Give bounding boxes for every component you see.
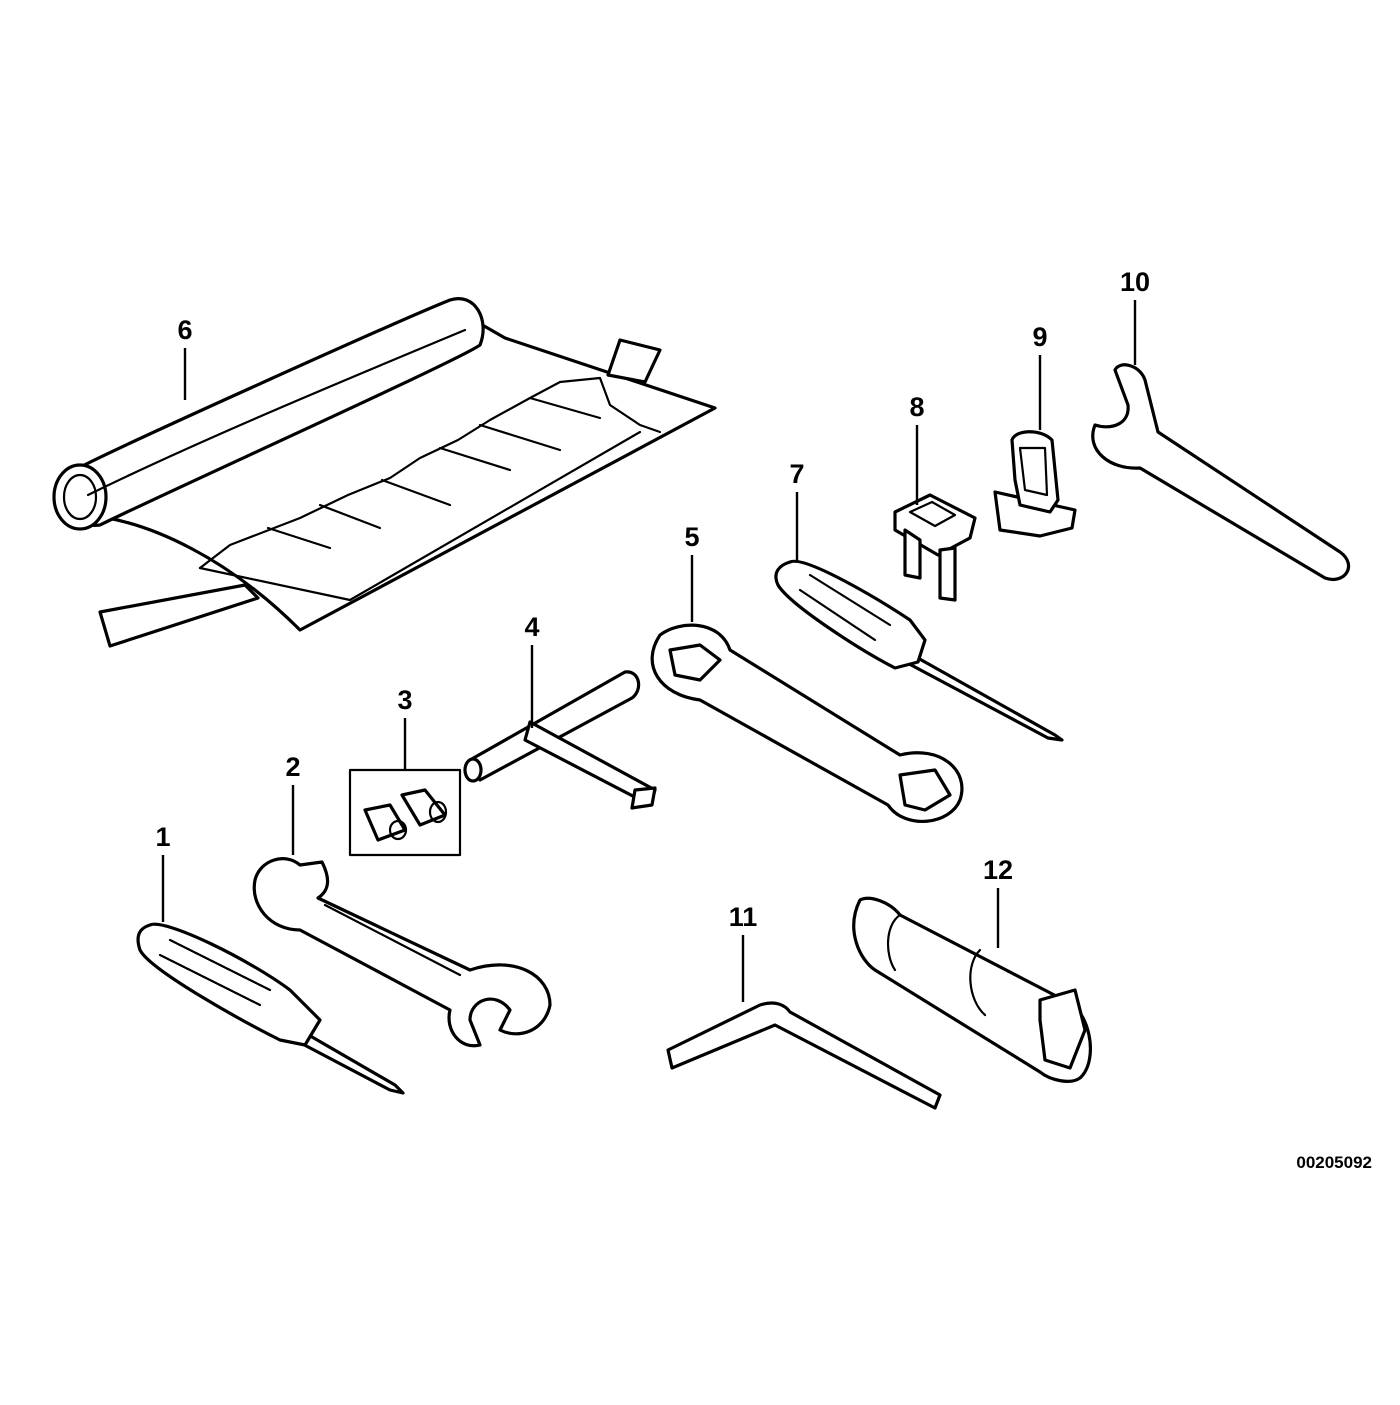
- part-10-hook-spanner[interactable]: [1091, 363, 1351, 581]
- part-2-open-end-wrench[interactable]: [252, 857, 552, 1048]
- part-12-plug-socket[interactable]: [852, 896, 1092, 1083]
- callout-3: 3: [397, 685, 412, 715]
- part-11-hex-key[interactable]: [666, 1001, 942, 1110]
- callout-2: 2: [285, 752, 300, 782]
- callout-12: 12: [983, 855, 1013, 885]
- part-7-screwdriver[interactable]: [774, 559, 1064, 742]
- callout-1: 1: [155, 822, 170, 852]
- part-9-clip[interactable]: [993, 430, 1077, 538]
- callout-7: 7: [789, 459, 804, 489]
- part-4-t-key[interactable]: [463, 670, 657, 810]
- callout-9: 9: [1032, 322, 1047, 352]
- part-5-ring-spanner[interactable]: [650, 623, 964, 824]
- reference-number: 00205092: [1296, 1153, 1372, 1172]
- callout-10: 10: [1120, 267, 1150, 297]
- callout-4: 4: [524, 612, 539, 642]
- callout-11: 11: [729, 902, 758, 932]
- part-8-fuse[interactable]: [893, 493, 977, 602]
- callout-5: 5: [684, 522, 699, 552]
- callout-6: 6: [177, 315, 192, 345]
- callout-8: 8: [909, 392, 924, 422]
- part-6-tool-roll[interactable]: [52, 297, 717, 648]
- part-1-screwdriver[interactable]: [136, 922, 405, 1095]
- part-3-sockets[interactable]: [348, 768, 462, 857]
